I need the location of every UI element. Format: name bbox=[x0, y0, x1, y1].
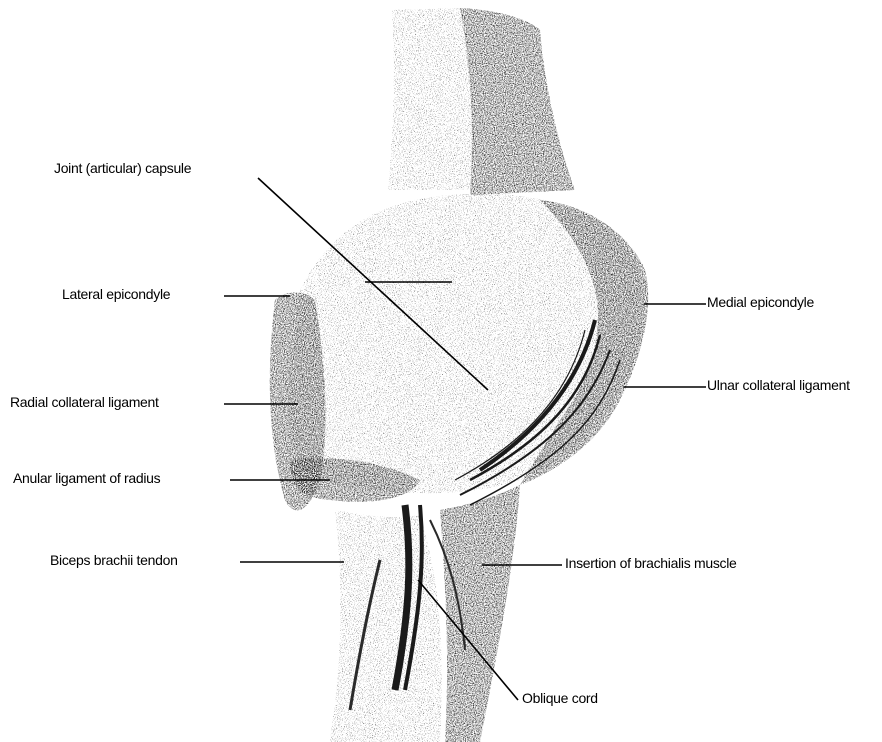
label-anular-ligament: Anular ligament of radius bbox=[13, 470, 160, 486]
label-biceps-tendon: Biceps brachii tendon bbox=[50, 552, 178, 568]
label-oblique-cord: Oblique cord bbox=[522, 690, 598, 706]
label-ulnar-collateral-ligament: Ulnar collateral ligament bbox=[707, 377, 850, 393]
distal-humerus bbox=[288, 194, 648, 493]
label-radial-collateral-ligament: Radial collateral ligament bbox=[10, 394, 159, 410]
label-medial-epicondyle: Medial epicondyle bbox=[707, 294, 814, 310]
humerus-shaft bbox=[388, 8, 575, 195]
label-lateral-epicondyle: Lateral epicondyle bbox=[62, 286, 170, 302]
label-brachialis-insertion: Insertion of brachialis muscle bbox=[565, 555, 737, 571]
label-joint-capsule: Joint (articular) capsule bbox=[54, 160, 191, 176]
forearm bbox=[330, 485, 520, 742]
